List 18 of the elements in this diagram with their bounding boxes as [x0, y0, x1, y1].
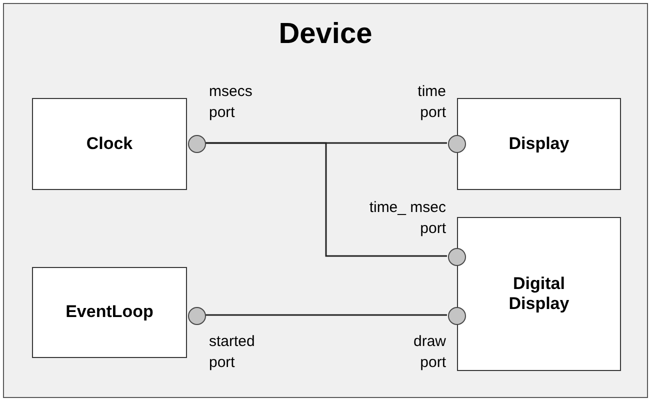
port-circle — [448, 248, 466, 266]
port-label: draw port — [412, 332, 446, 373]
port-label: time_ msec port — [368, 198, 446, 239]
component-box: Clock — [32, 98, 187, 190]
component-box: EventLoop — [32, 267, 187, 358]
port-circle — [188, 307, 206, 325]
port-label: time port — [416, 82, 446, 123]
component-box: Display — [457, 98, 621, 190]
port-circle — [448, 307, 466, 325]
connector-line — [204, 142, 446, 256]
port-label: started port — [209, 332, 256, 373]
port-circle — [188, 135, 206, 153]
port-circle — [448, 135, 466, 153]
component-box: Digital Display — [457, 217, 621, 371]
device-container — [3, 3, 648, 398]
container-title: Device — [278, 18, 374, 51]
connector-line — [204, 314, 446, 316]
port-label: msecs port — [209, 82, 254, 123]
